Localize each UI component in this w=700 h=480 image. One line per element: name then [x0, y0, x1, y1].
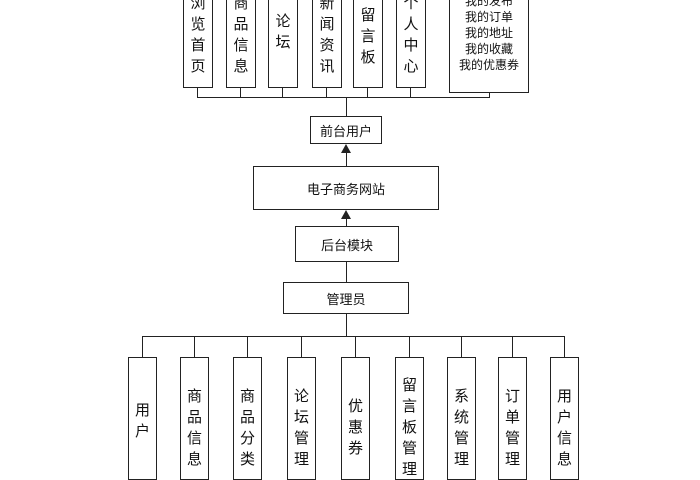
admin-to-bus-line [346, 314, 348, 337]
backend-to-site-line [346, 218, 348, 226]
back-box-label: 用户信息 [556, 387, 572, 468]
back-box-message-board-management: 留言板管理 [395, 357, 424, 480]
arrow-up-icon [341, 210, 351, 219]
back-stub-line [301, 336, 303, 357]
back-box-label: 订单管理 [504, 387, 520, 468]
back-box-label: 用户 [134, 401, 150, 440]
admin-box: 管理员 [283, 282, 409, 314]
front-box-forum: 论坛 [268, 0, 298, 88]
ecommerce-site-box: 电子商务网站 [253, 166, 439, 210]
back-box-forum-management: 论坛管理 [287, 357, 316, 480]
arrow-up-icon [341, 144, 351, 153]
front-stub-line [282, 88, 284, 98]
front-box-label: 商品信息 [233, 0, 249, 75]
back-stub-line [409, 336, 411, 357]
back-box-label: 商品信息 [186, 387, 202, 468]
front-horizontal-bus [197, 97, 490, 99]
front-box-personal-center: 个人中心 [396, 0, 426, 88]
front-stub-line [489, 93, 491, 98]
back-box-product-info: 商品信息 [180, 357, 209, 480]
back-box-label: 优惠券 [347, 397, 363, 457]
back-box-label: 商品分类 [239, 387, 255, 468]
front-box-news: 新闻资讯 [312, 0, 342, 88]
backend-to-admin-line [346, 262, 348, 282]
back-box-coupons: 优惠券 [341, 357, 370, 480]
front-stub-line [326, 88, 328, 98]
front-stub-line [197, 88, 199, 98]
back-stub-line [461, 336, 463, 357]
front-stub-line [367, 88, 369, 98]
front-box-label: 留言板 [360, 6, 376, 66]
module-structure-diagram: 浏览首页 商品信息 论坛 新闻资讯 留言板 个人中心 我的发布 我的订单 我的地… [128, 0, 579, 480]
admin-label: 管理员 [326, 292, 366, 308]
back-box-users: 用户 [128, 357, 157, 480]
front-stub-line [240, 88, 242, 98]
back-stub-line [564, 336, 566, 357]
back-box-order-management: 订单管理 [498, 357, 527, 480]
front-box-product-info: 商品信息 [226, 0, 256, 88]
front-box-message-board: 留言板 [353, 0, 383, 88]
site-to-front-line [346, 152, 348, 166]
ecommerce-site-label: 电子商务网站 [306, 182, 385, 198]
back-stub-line [355, 336, 357, 357]
back-box-user-info: 用户信息 [550, 357, 579, 480]
front-box-label: 个人中心 [403, 0, 419, 75]
back-box-label: 论坛管理 [293, 387, 309, 468]
back-box-label: 留言板管理 [401, 376, 417, 478]
front-box-label: 论坛 [275, 12, 291, 51]
back-horizontal-bus [142, 336, 565, 338]
backend-module-box: 后台模块 [295, 226, 399, 262]
back-stub-line [247, 336, 249, 357]
front-box-browse-home: 浏览首页 [183, 0, 213, 88]
front-user-label: 前台用户 [319, 124, 372, 140]
back-box-product-category: 商品分类 [233, 357, 262, 480]
front-box-label: 我的发布 我的订单 我的地址 我的收藏 我的优惠券 [458, 0, 519, 72]
front-user-box: 前台用户 [310, 116, 382, 144]
back-stub-line [142, 336, 144, 357]
front-box-label: 新闻资讯 [319, 0, 335, 75]
front-stub-line [410, 88, 412, 98]
back-box-label: 系统管理 [453, 387, 469, 468]
front-to-parent-line [346, 97, 348, 116]
back-stub-line [512, 336, 514, 357]
front-box-my-list: 我的发布 我的订单 我的地址 我的收藏 我的优惠券 [449, 0, 529, 93]
front-box-label: 浏览首页 [190, 0, 206, 75]
back-stub-line [194, 336, 196, 357]
back-box-system-management: 系统管理 [447, 357, 476, 480]
backend-module-label: 后台模块 [320, 238, 373, 254]
